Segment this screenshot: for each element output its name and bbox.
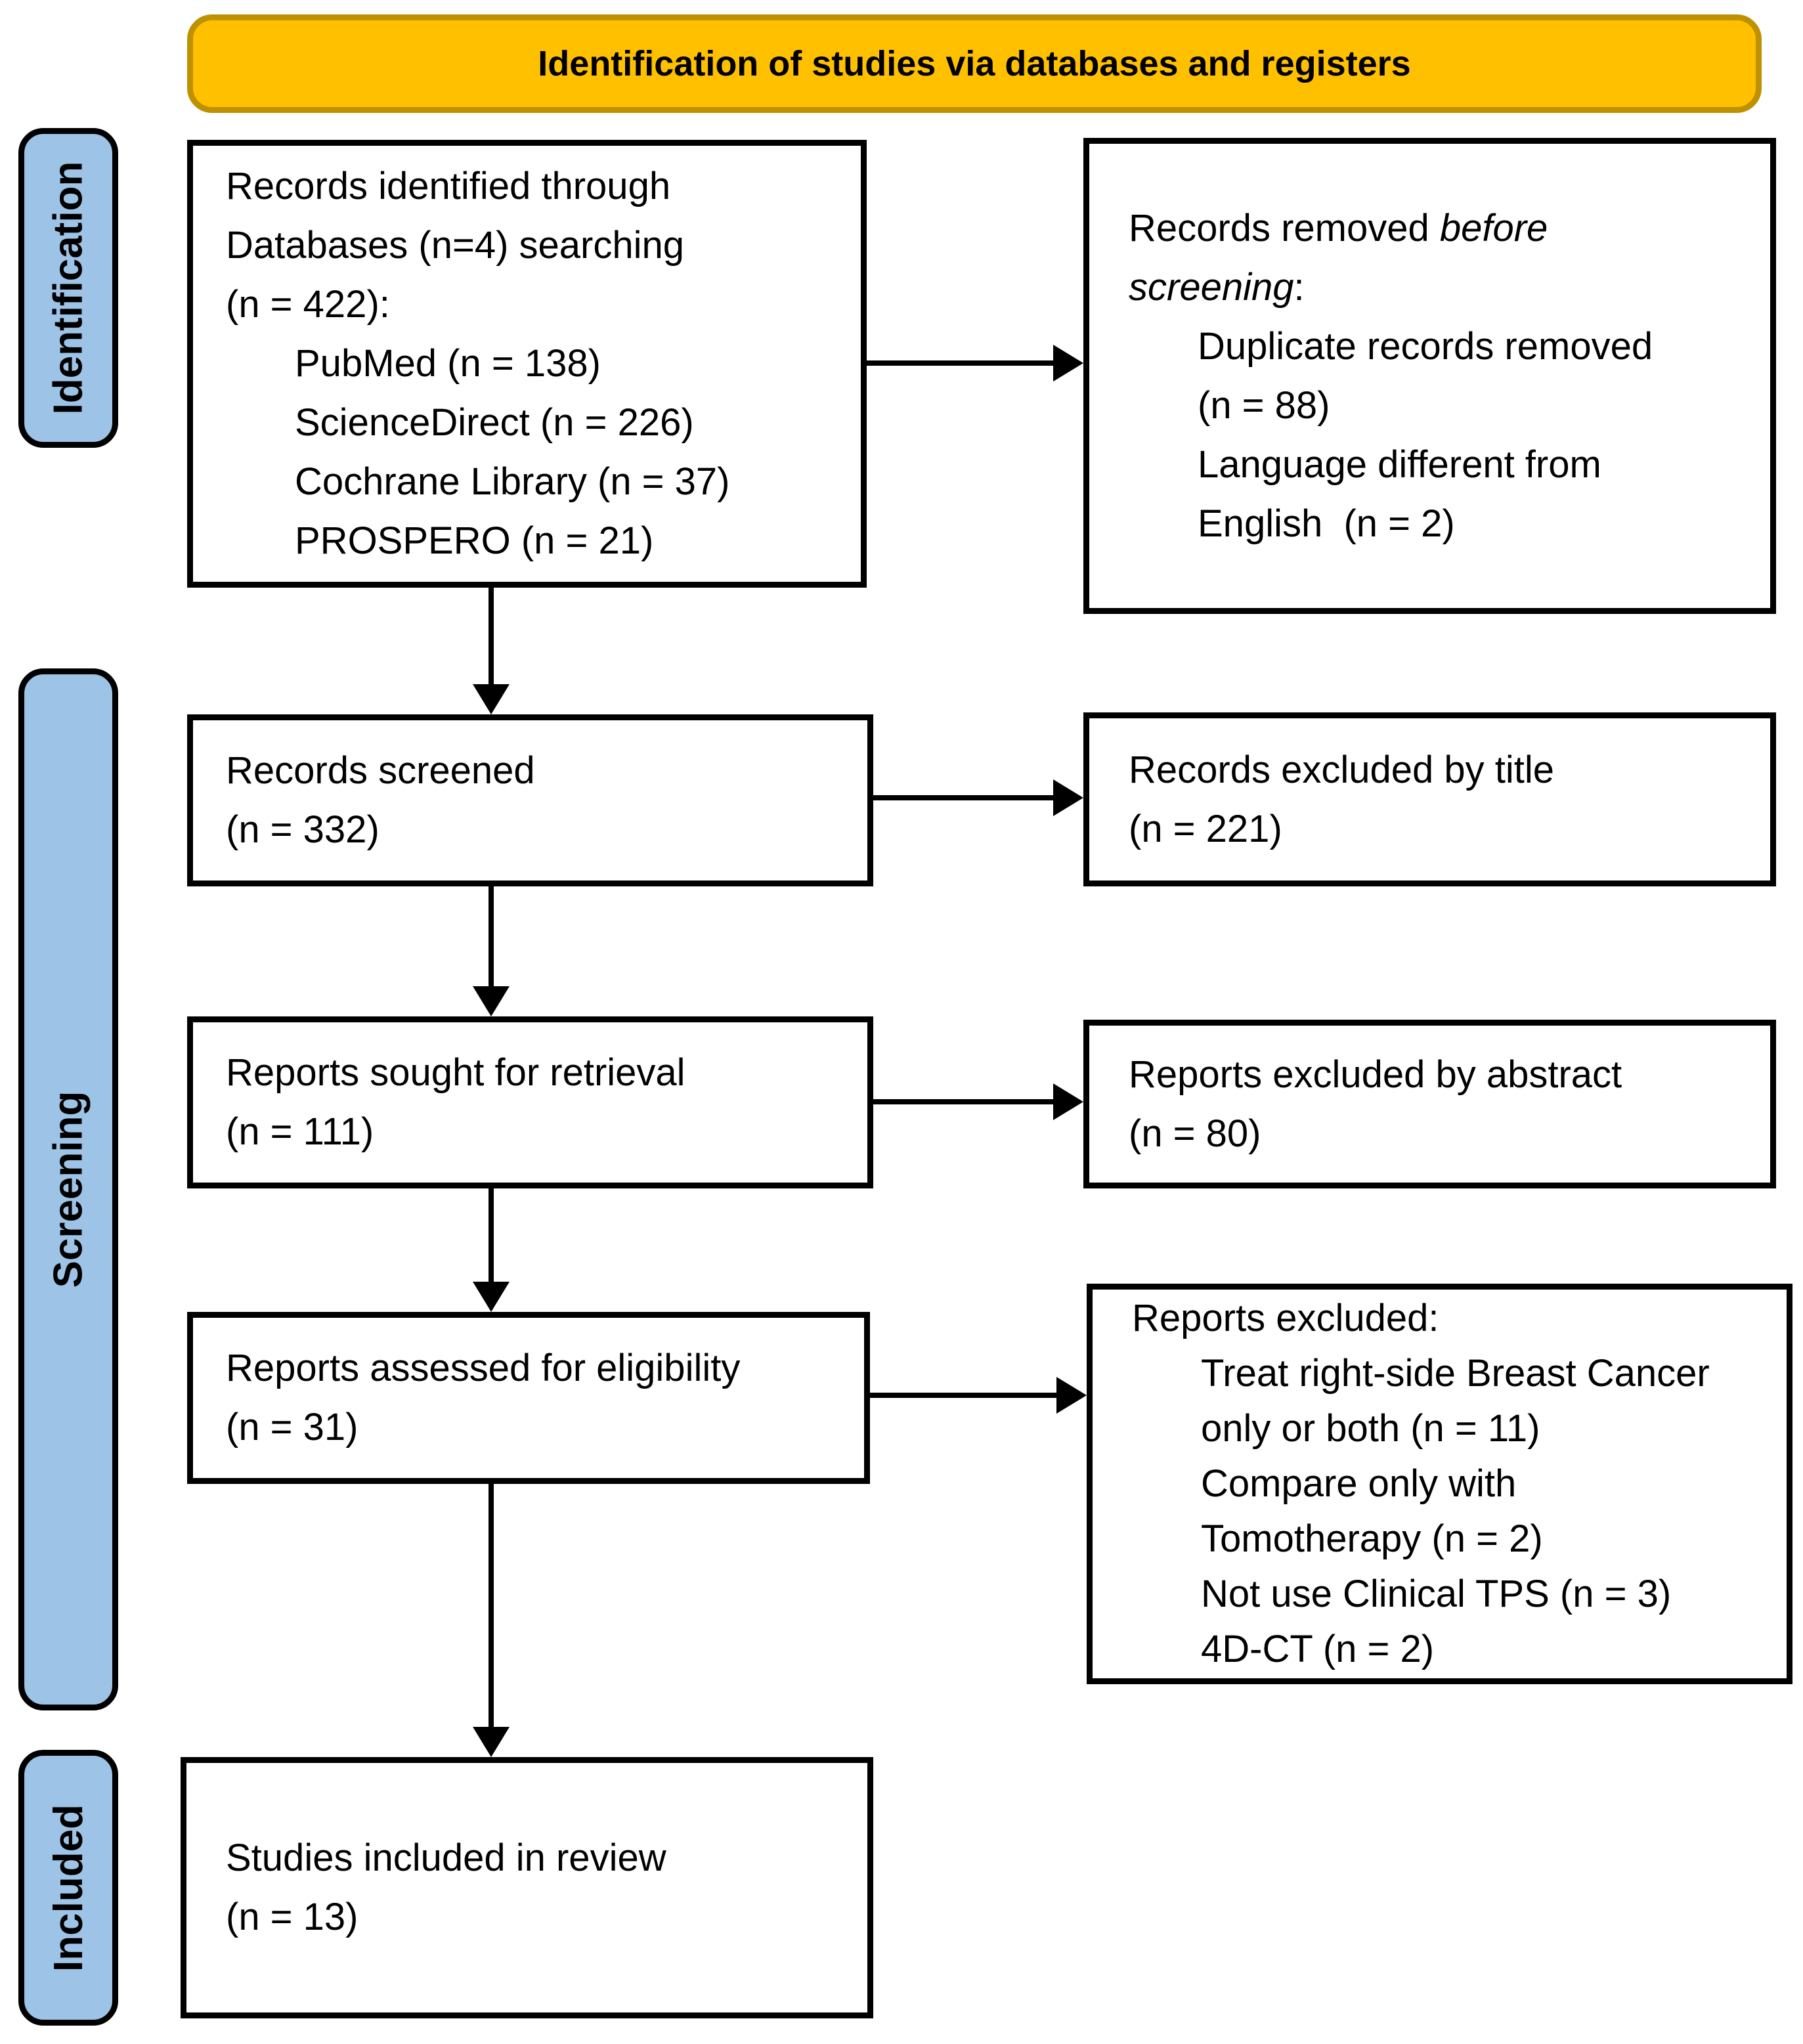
records-removed-reason: English (n = 2)	[1198, 502, 1455, 545]
arrow-sought-to-excluded-abstract	[872, 1083, 1083, 1120]
records-excluded-title-count: (n = 221)	[1129, 807, 1282, 850]
stage-label-identification: Identification	[18, 128, 118, 448]
reports-excluded-reason: Treat right-side Breast Cancer	[1201, 1352, 1710, 1395]
reports-excluded-reason: Not use Clinical TPS (n = 3)	[1201, 1573, 1672, 1615]
studies-included-count: (n = 13)	[226, 1896, 358, 1938]
stage-label-screening-text: Screening	[45, 1091, 91, 1288]
reports-assessed-title: Reports assessed for eligibility	[226, 1347, 741, 1389]
records-removed-reason: (n = 88)	[1198, 383, 1330, 427]
reports-excluded-reason: only or both (n = 11)	[1201, 1407, 1540, 1450]
records-identified-source: PROSPERO (n = 21)	[295, 519, 654, 562]
records-excluded-title-title: Records excluded by title	[1129, 748, 1554, 791]
reports-excluded-reason: 4D-CT (n = 2)	[1201, 1628, 1435, 1670]
records-screened-count: (n = 332)	[226, 808, 380, 851]
box-records-identified: Records identified through Databases (n=…	[187, 140, 867, 588]
records-identified-source: PubMed (n = 138)	[295, 342, 601, 385]
box-reports-assessed: Reports assessed for eligibility (n = 31…	[187, 1312, 870, 1484]
title-banner-text: Identification of studies via databases …	[538, 44, 1411, 83]
records-removed-heading-italic: screening	[1129, 265, 1294, 309]
box-records-screened: Records screened (n = 332)	[187, 714, 873, 886]
records-identified-source: ScienceDirect (n = 226)	[295, 401, 694, 444]
box-records-removed: Records removed before screening: Duplic…	[1083, 138, 1776, 614]
box-reports-excluded-reasons: Reports excluded: Treat right-side Breas…	[1087, 1284, 1792, 1684]
records-removed-heading-line: Records removed before	[1129, 199, 1757, 258]
reports-excluded-reason: Compare only with	[1201, 1462, 1517, 1505]
arrow-identified-to-removed	[865, 345, 1083, 381]
box-reports-sought: Reports sought for retrieval (n = 111)	[187, 1016, 873, 1188]
records-identified-source: Cochrane Library (n = 37)	[295, 460, 730, 503]
records-identified-line: Databases (n=4) searching	[226, 224, 685, 267]
box-records-excluded-by-title: Records excluded by title (n = 221)	[1083, 712, 1776, 886]
arrow-assessed-to-included	[473, 1484, 510, 1757]
arrow-screened-to-sought	[473, 886, 510, 1016]
records-removed-heading-normal: Records removed	[1129, 206, 1440, 250]
reports-sought-title: Reports sought for retrieval	[226, 1051, 685, 1094]
reports-assessed-count: (n = 31)	[226, 1406, 358, 1448]
records-identified-line: Records identified through	[226, 165, 671, 207]
reports-excluded-abstract-title: Reports excluded by abstract	[1129, 1053, 1622, 1096]
records-identified-line: (n = 422):	[226, 283, 390, 326]
arrow-screened-to-excluded-title	[872, 779, 1083, 816]
title-banner: Identification of studies via databases …	[187, 14, 1762, 113]
stage-label-identification-text: Identification	[45, 161, 91, 415]
box-studies-included: Studies included in review (n = 13)	[181, 1757, 873, 2018]
records-removed-reason: Language different from	[1198, 443, 1601, 486]
arrow-identified-to-screened	[473, 588, 510, 714]
arrow-sought-to-assessed	[473, 1188, 510, 1312]
records-removed-heading-line: screening:	[1129, 258, 1757, 317]
stage-label-included: Included	[18, 1750, 118, 2026]
records-removed-heading-italic: before	[1439, 206, 1548, 250]
reports-sought-count: (n = 111)	[226, 1110, 374, 1153]
records-screened-title: Records screened	[226, 749, 535, 792]
stage-label-included-text: Included	[45, 1804, 91, 1972]
reports-excluded-abstract-count: (n = 80)	[1129, 1112, 1261, 1155]
arrow-assessed-to-excluded-reasons	[868, 1377, 1087, 1414]
records-removed-reason: Duplicate records removed	[1198, 324, 1653, 368]
studies-included-title: Studies included in review	[226, 1837, 666, 1879]
records-removed-heading-normal: :	[1293, 265, 1305, 309]
stage-label-screening: Screening	[18, 668, 118, 1710]
reports-excluded-reason: Tomotherapy (n = 2)	[1201, 1517, 1543, 1560]
box-reports-excluded-by-abstract: Reports excluded by abstract (n = 80)	[1083, 1020, 1776, 1188]
reports-excluded-heading: Reports excluded:	[1132, 1297, 1439, 1339]
